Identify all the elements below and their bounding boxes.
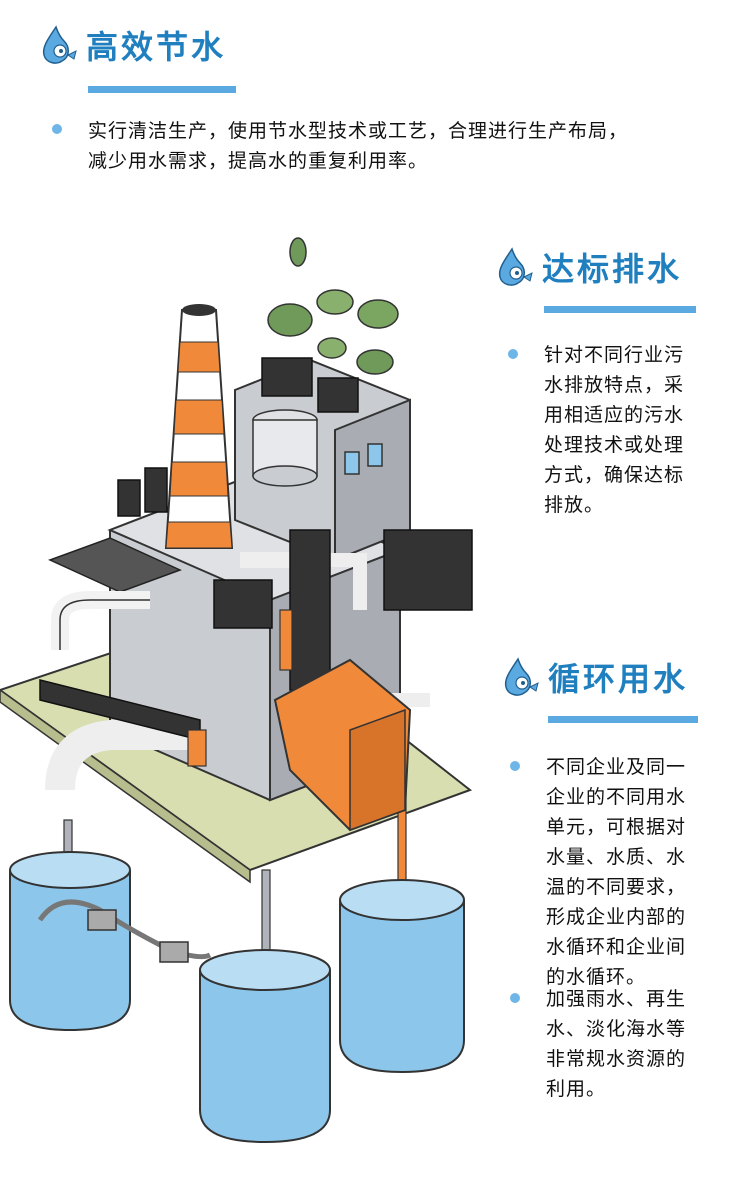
- factory-illustration: [0, 237, 473, 1144]
- leaf: [267, 303, 313, 337]
- left-platform: [48, 537, 182, 593]
- bullet-efficient: 实行清洁生产，使用节水型技术或工艺，合理进行生产布局， 减少用水需求，提高水的重…: [52, 116, 732, 176]
- leaf: [356, 349, 394, 375]
- bullet-discharge: 针对不同行业污 水排放特点，采 用相适应的污水 处理技术或处理 方式，确保达标 …: [508, 340, 728, 520]
- bullet-dot: [508, 349, 518, 359]
- water-drop-fish-icon: [498, 247, 533, 286]
- water-drop-fish-icon: [504, 657, 539, 696]
- section-title-recycle: 循环用水: [500, 654, 688, 700]
- chimney: [164, 304, 234, 549]
- bullet-dot: [510, 761, 520, 771]
- bullet-dot: [52, 124, 62, 134]
- ground-plate-edge: [0, 689, 251, 884]
- title-efficient: 高效节水: [86, 28, 227, 66]
- leaf: [317, 337, 347, 359]
- text-discharge: 针对不同行业污 水排放特点，采 用相适应的污水 处理技术或处理 方式，确保达标 …: [544, 344, 685, 516]
- text-efficient: 实行清洁生产，使用节水型技术或工艺，合理进行生产布局， 减少用水需求，提高水的重…: [88, 120, 629, 172]
- leaf: [316, 289, 354, 315]
- underline-discharge: [544, 306, 696, 313]
- water-tank-right: [339, 879, 465, 1074]
- water-tank-middle: [199, 949, 331, 1144]
- water-tank-left: [9, 851, 131, 1032]
- text-recycle-2: 加强雨水、再生 水、淡化海水等 非常规水资源的 利用。: [546, 988, 687, 1100]
- underline-recycle: [548, 716, 698, 723]
- bullet-recycle-1: 不同企业及同一 企业的不同用水 单元，可根据对 水量、水质、水 温的不同要求， …: [510, 752, 730, 992]
- bullet-recycle-2: 加强雨水、再生 水、淡化海水等 非常规水资源的 利用。: [510, 984, 730, 1104]
- leaf: [357, 299, 399, 329]
- title-recycle: 循环用水: [548, 660, 689, 698]
- section-title-discharge: 达标排水: [494, 244, 682, 290]
- white-pipe: [45, 720, 200, 791]
- leaf: [289, 237, 307, 267]
- title-discharge: 达标排水: [542, 250, 683, 288]
- text-recycle-1: 不同企业及同一 企业的不同用水 单元，可根据对 水量、水质、水 温的不同要求， …: [546, 756, 687, 988]
- underline-efficient: [88, 86, 236, 93]
- bullet-dot: [510, 993, 520, 1003]
- section-title-efficient: 高效节水: [38, 22, 226, 68]
- connecting-hose: [37, 899, 212, 960]
- water-drop-fish-icon: [42, 25, 77, 64]
